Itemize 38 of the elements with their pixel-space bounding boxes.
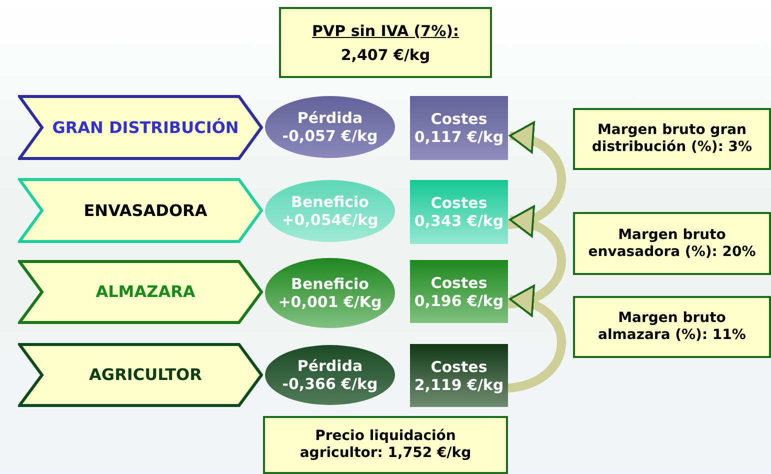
cost-text: 0,343 €/kg [414, 212, 504, 230]
result-text: Beneficio [291, 275, 369, 293]
cost-text: 0,117 €/kg [414, 128, 504, 146]
cost-box [410, 260, 508, 323]
stage-label: ALMAZARA [94, 282, 196, 302]
result-text: Beneficio [291, 193, 369, 211]
curved-arrow [507, 124, 566, 230]
note-text: PVP sin IVA (7%): [312, 22, 459, 40]
note-box [263, 416, 508, 474]
result-text: Pérdida [297, 357, 363, 375]
curved-arrow [507, 208, 566, 309]
result-text: -0,057 €/kg [282, 127, 378, 145]
result-text: Pérdida [297, 109, 363, 127]
stage-label: AGRICULTOR [88, 365, 202, 385]
note-box [573, 296, 771, 358]
cost-text: 0,196 €/kg [414, 292, 504, 310]
cost-text: Costes [430, 358, 488, 376]
note-box [573, 108, 771, 170]
cost-box [410, 180, 508, 244]
note-text: Margen bruto gran distribución (%): 3% [590, 122, 754, 156]
note-text: Precio liquidación agricultor: 1,752 €/kg [298, 428, 472, 462]
cost-text: Costes [430, 194, 488, 212]
result-text: +0,001 €/Kg [278, 293, 382, 311]
cost-box [410, 344, 508, 407]
note-text: 2,407 €/kg [340, 46, 430, 64]
cost-text: Costes [430, 274, 488, 292]
result-text: +0,054€/kg [282, 211, 378, 229]
stage-label: ENVASADORA [82, 200, 208, 220]
curved-arrow [507, 287, 566, 393]
cost-text: 2,119 €/kg [414, 376, 504, 394]
cost-text: Costes [430, 110, 488, 128]
stage-label: GRAN DISTRIBUCIÓN [51, 118, 239, 138]
note-box [279, 7, 492, 78]
result-text: -0,366 €/kg [282, 375, 378, 393]
note-box [573, 212, 771, 275]
note-text: Margen bruto envasadora (%): 20% [587, 226, 757, 260]
cost-box [410, 96, 508, 160]
note-text: Margen bruto almazara (%): 11% [597, 310, 747, 344]
